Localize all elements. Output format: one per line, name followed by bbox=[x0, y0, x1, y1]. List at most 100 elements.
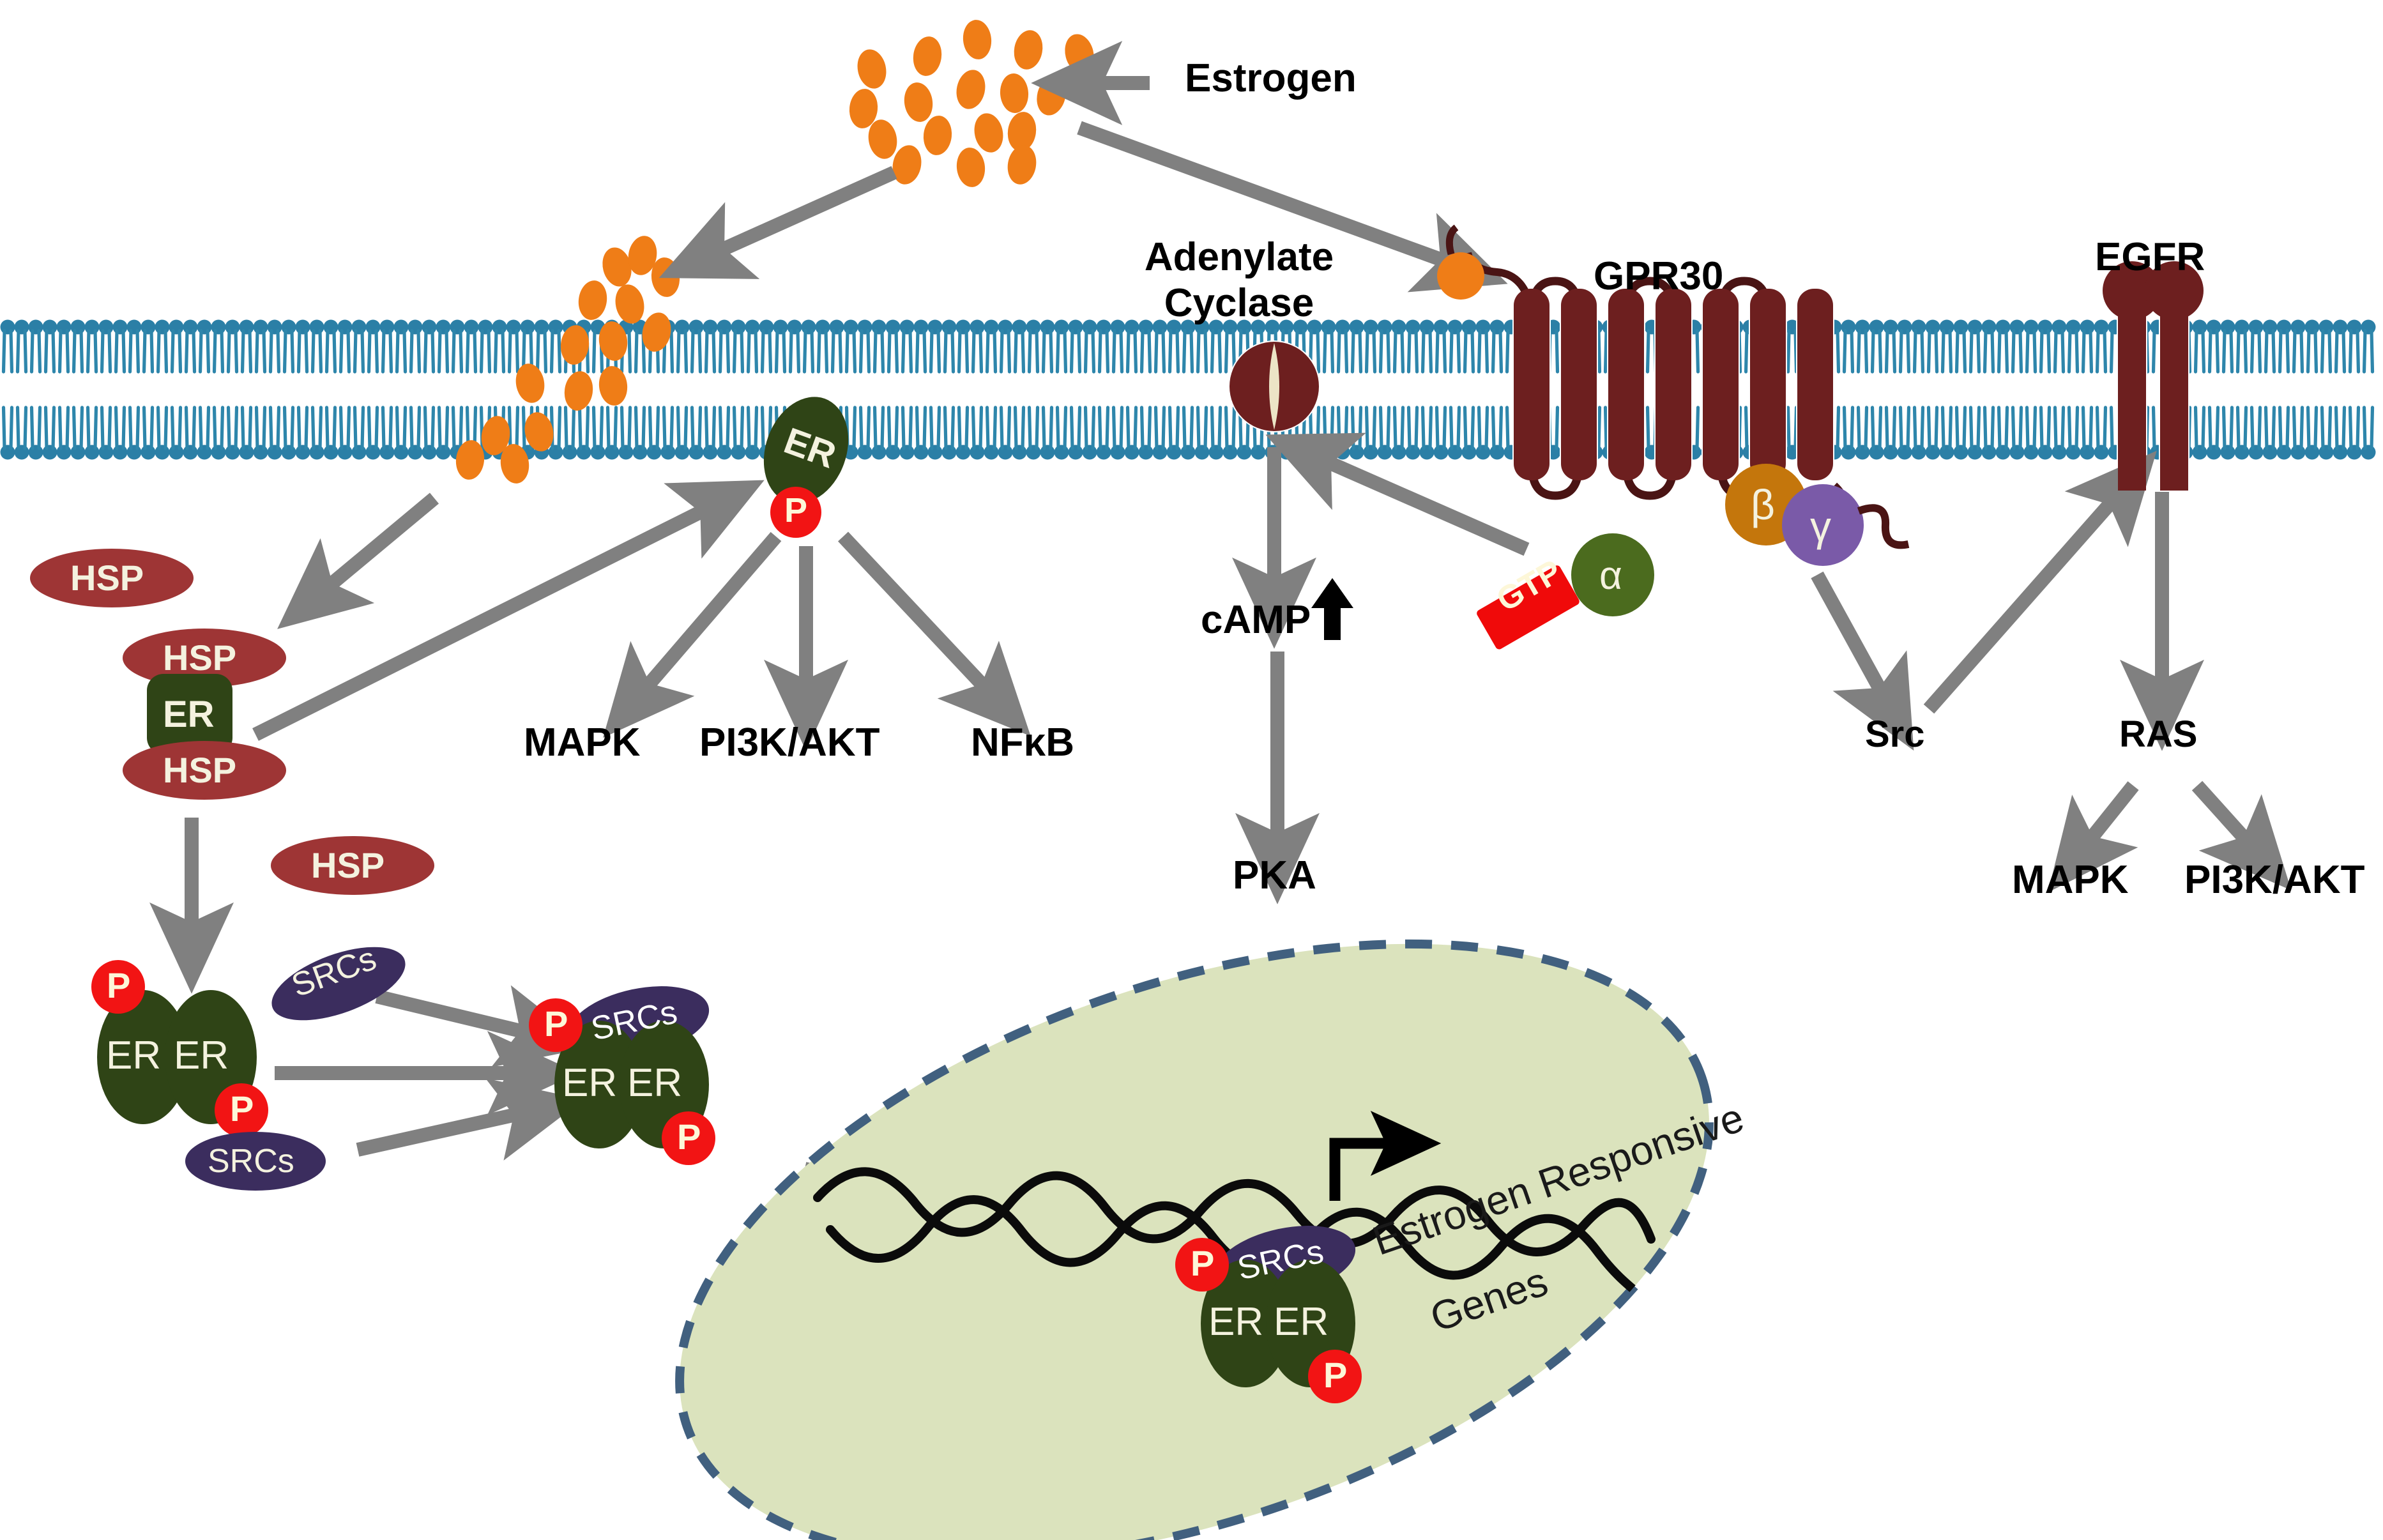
er-dimer-srcs-dna-bound bbox=[1175, 1226, 1362, 1403]
estrogen-molecule bbox=[904, 82, 933, 122]
label-camp: cAMP bbox=[1201, 598, 1311, 642]
estrogen-molecule bbox=[1014, 30, 1043, 70]
estrogen-molecule bbox=[849, 89, 878, 128]
estrogen-molecule bbox=[913, 36, 942, 76]
arrow-src-to-egfr bbox=[1923, 450, 2157, 714]
estrogen-molecule bbox=[578, 280, 607, 320]
g-protein-alpha bbox=[1477, 533, 1654, 650]
estrogen-molecule bbox=[868, 119, 897, 159]
estrogen-molecule bbox=[857, 49, 887, 89]
entering-phospho-lower bbox=[662, 1111, 715, 1165]
dnabound-phospho-lower bbox=[1308, 1350, 1362, 1403]
estrogen-molecule bbox=[1065, 34, 1094, 73]
estrogen-molecule bbox=[602, 247, 632, 287]
estrogen-molecule-cloud bbox=[849, 20, 1094, 187]
estrogen-molecule bbox=[598, 321, 628, 361]
er-dimer-srcs-entering-nucleus bbox=[529, 986, 715, 1165]
dnabound-er-left bbox=[1201, 1260, 1290, 1387]
er-dimer-phospho-upper bbox=[91, 960, 145, 1014]
gtp-nucleotide bbox=[1477, 565, 1580, 650]
label-ras: RAS bbox=[2119, 713, 2198, 755]
estrogen-molecule bbox=[615, 284, 644, 324]
hsper-er-body bbox=[147, 674, 232, 754]
estrogen-molecule bbox=[923, 116, 952, 155]
gpr30-transmembrane-helices bbox=[1514, 289, 1833, 480]
estrogen-molecule bbox=[560, 325, 590, 365]
estrogen-molecule bbox=[455, 440, 485, 480]
arrow-srcs-upper-to-complex bbox=[375, 985, 590, 1067]
hsp-bottom bbox=[123, 741, 286, 800]
gpr30-receptor bbox=[1437, 224, 1851, 522]
estrogen-molecule bbox=[598, 366, 628, 406]
estrogen-molecule bbox=[892, 145, 922, 185]
arrow-ras-to-mapk bbox=[2048, 781, 2139, 892]
hsp-top bbox=[123, 629, 286, 687]
arrow-er-to-mapk bbox=[603, 531, 782, 738]
estrogen-molecule bbox=[1007, 112, 1037, 151]
membrane-er-phospho bbox=[770, 487, 821, 538]
arrow-estrogen-to-hsp-er bbox=[277, 492, 439, 629]
estrogen-molecule bbox=[956, 148, 986, 187]
estrogen-molecule bbox=[1000, 73, 1029, 113]
er-dimer-cytoplasm bbox=[91, 960, 268, 1137]
label-adenylate-cyclase-line2: Cyclase bbox=[1164, 281, 1314, 325]
entering-phospho-upper bbox=[529, 998, 582, 1052]
transcription-start-arrow bbox=[1329, 1111, 1442, 1201]
srcs-lower bbox=[185, 1132, 326, 1191]
egfr-stalk-left bbox=[2118, 286, 2146, 491]
label-estrogen: Estrogen bbox=[1185, 56, 1357, 100]
entering-er-left bbox=[554, 1021, 644, 1148]
estrogen-molecule bbox=[564, 371, 593, 411]
er-dimer-left bbox=[97, 990, 189, 1124]
estrogen-molecule bbox=[642, 312, 671, 352]
free-hsp-lower bbox=[271, 836, 434, 895]
g-protein-beta-gamma bbox=[1725, 464, 1910, 566]
gpr30-bound-estrogen bbox=[1437, 224, 1484, 300]
label-mapk-left: MAPK bbox=[524, 720, 641, 765]
estrogen-molecule bbox=[974, 113, 1003, 153]
estrogen-molecule bbox=[963, 20, 992, 59]
free-hsp-upper bbox=[30, 549, 194, 607]
label-adenylate-cyclase-line1: Adenylate bbox=[1144, 235, 1334, 279]
egfr-receptor-dimer bbox=[2103, 261, 2204, 491]
label-mapk-right: MAPK bbox=[2012, 858, 2129, 902]
estrogen-molecule bbox=[524, 412, 554, 452]
estrogen-crossing-membrane bbox=[455, 236, 680, 484]
estrogen-molecule bbox=[481, 416, 510, 455]
camp-increase-arrow bbox=[1311, 578, 1353, 640]
srcs-upper bbox=[271, 947, 406, 1021]
arrow-estrogen-to-gpr30 bbox=[1077, 121, 1508, 293]
arrow-srcs-lower-to-complex bbox=[356, 1078, 584, 1161]
estrogen-molecule bbox=[1007, 145, 1037, 185]
estrogen-molecule bbox=[500, 444, 529, 484]
estrogen-molecule bbox=[628, 236, 657, 275]
estrogen-molecule bbox=[1037, 76, 1066, 116]
adenylate-cyclase-protein bbox=[1230, 342, 1319, 431]
estrogen-molecule bbox=[956, 70, 986, 109]
srcs-free-molecules bbox=[185, 947, 406, 1191]
adenylate-cyclase-pore bbox=[1269, 343, 1279, 430]
label-pka: PKA bbox=[1233, 853, 1316, 897]
arrow-galpha-to-ac bbox=[1265, 432, 1530, 556]
egfr-stalk-right bbox=[2160, 286, 2188, 491]
label-pi3k-akt-right: PI3K/AKT bbox=[2184, 858, 2365, 902]
plasma-membrane bbox=[1, 320, 2376, 460]
membrane-er-body bbox=[763, 397, 849, 504]
g-gamma-tail bbox=[1857, 504, 1910, 549]
arrow-er-to-nfkb bbox=[837, 531, 1031, 736]
label-gpr30: GPR30 bbox=[1594, 254, 1724, 298]
arrow-hsper-to-membrane-er bbox=[252, 480, 765, 741]
g-alpha-subunit bbox=[1571, 533, 1654, 616]
dnabound-phospho-upper bbox=[1175, 1238, 1229, 1292]
label-egfr: EGFR bbox=[2095, 235, 2205, 279]
label-nfkb: NFκB bbox=[971, 720, 1074, 765]
signal-arrows bbox=[149, 41, 2292, 1257]
er-dimer-phospho-lower bbox=[215, 1083, 268, 1137]
arrow-ras-to-pi3k bbox=[2191, 781, 2292, 890]
estrogen-molecule bbox=[515, 363, 545, 403]
g-gamma-subunit bbox=[1782, 484, 1864, 566]
label-src: Src bbox=[1865, 713, 1925, 755]
hsp-er-chaperone-complex bbox=[30, 549, 434, 895]
